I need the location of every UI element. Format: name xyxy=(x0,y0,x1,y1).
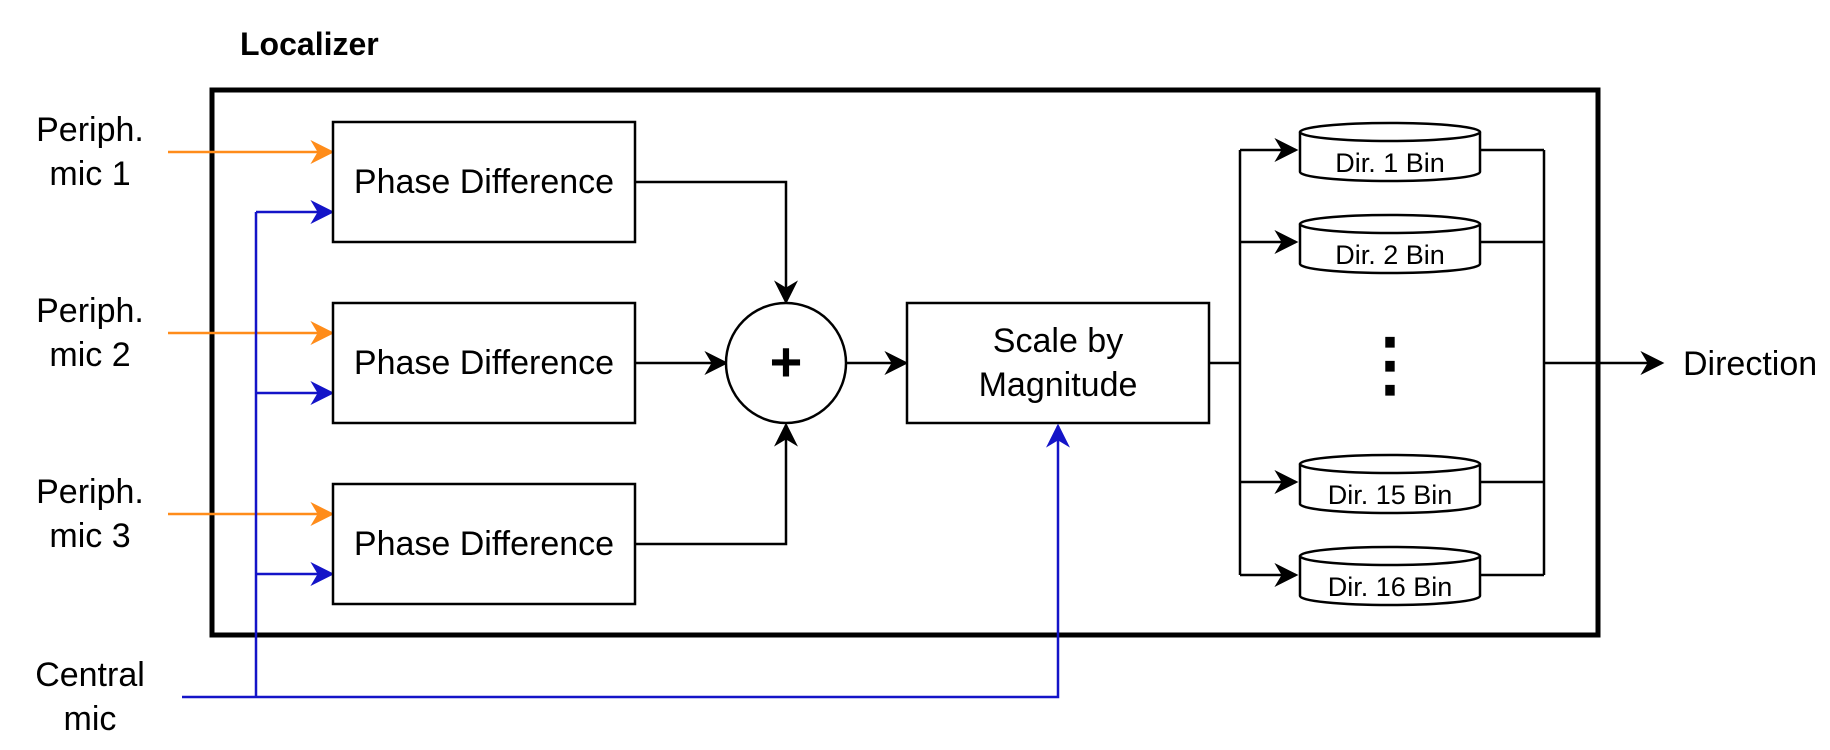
input-label-periph-mic-2: Periph. mic 2 xyxy=(36,292,144,374)
output-direction-label: Direction xyxy=(1683,345,1817,383)
input-label-central-mic: Central mic xyxy=(35,656,145,738)
bin-fanin xyxy=(1480,148,1665,577)
svg-text:Dir. 2 Bin: Dir. 2 Bin xyxy=(1335,240,1445,270)
svg-text:Dir. 15 Bin: Dir. 15 Bin xyxy=(1328,480,1453,510)
bin-dir-15: Dir. 15 Bin xyxy=(1298,453,1482,515)
svg-text:Periph.: Periph. xyxy=(36,292,144,330)
bin-dir-2: Dir. 2 Bin xyxy=(1298,213,1482,275)
phase-difference-block-2: Phase Difference xyxy=(331,301,637,425)
svg-text:Phase Difference: Phase Difference xyxy=(354,163,614,201)
input-label-periph-mic-1: Periph. mic 1 xyxy=(36,111,144,193)
svg-text:Periph.: Periph. xyxy=(36,111,144,149)
bins-ellipsis: ⋮ xyxy=(1355,325,1425,403)
svg-text:mic 3: mic 3 xyxy=(49,517,130,555)
svg-text:Dir. 16 Bin: Dir. 16 Bin xyxy=(1328,572,1453,602)
summation-node: + xyxy=(724,301,848,425)
svg-text:Dir. 1 Bin: Dir. 1 Bin xyxy=(1335,148,1445,178)
plus-symbol: + xyxy=(770,330,803,393)
phase-to-sum-connectors xyxy=(635,180,798,546)
scale-by-magnitude-block: Scale by Magnitude xyxy=(905,301,1211,425)
phase-difference-block-1: Phase Difference xyxy=(331,120,637,244)
input-label-periph-mic-3: Periph. mic 3 xyxy=(36,473,144,555)
svg-text:Periph.: Periph. xyxy=(36,473,144,511)
svg-text:mic 1: mic 1 xyxy=(49,155,130,193)
localizer-title: Localizer xyxy=(240,26,379,62)
phase-difference-block-3: Phase Difference xyxy=(331,482,637,606)
bin-fanout xyxy=(1209,138,1299,587)
svg-text:Scale by: Scale by xyxy=(993,322,1123,360)
bin-dir-16: Dir. 16 Bin xyxy=(1298,545,1482,607)
svg-text:mic: mic xyxy=(64,700,117,738)
svg-text:mic 2: mic 2 xyxy=(49,336,130,374)
svg-text:Phase Difference: Phase Difference xyxy=(354,344,614,382)
svg-text:Phase Difference: Phase Difference xyxy=(354,525,614,563)
central-mic-wiring xyxy=(182,200,1070,699)
svg-text:Magnitude: Magnitude xyxy=(979,366,1138,404)
svg-text:Central: Central xyxy=(35,656,145,694)
bin-dir-1: Dir. 1 Bin xyxy=(1298,121,1482,183)
